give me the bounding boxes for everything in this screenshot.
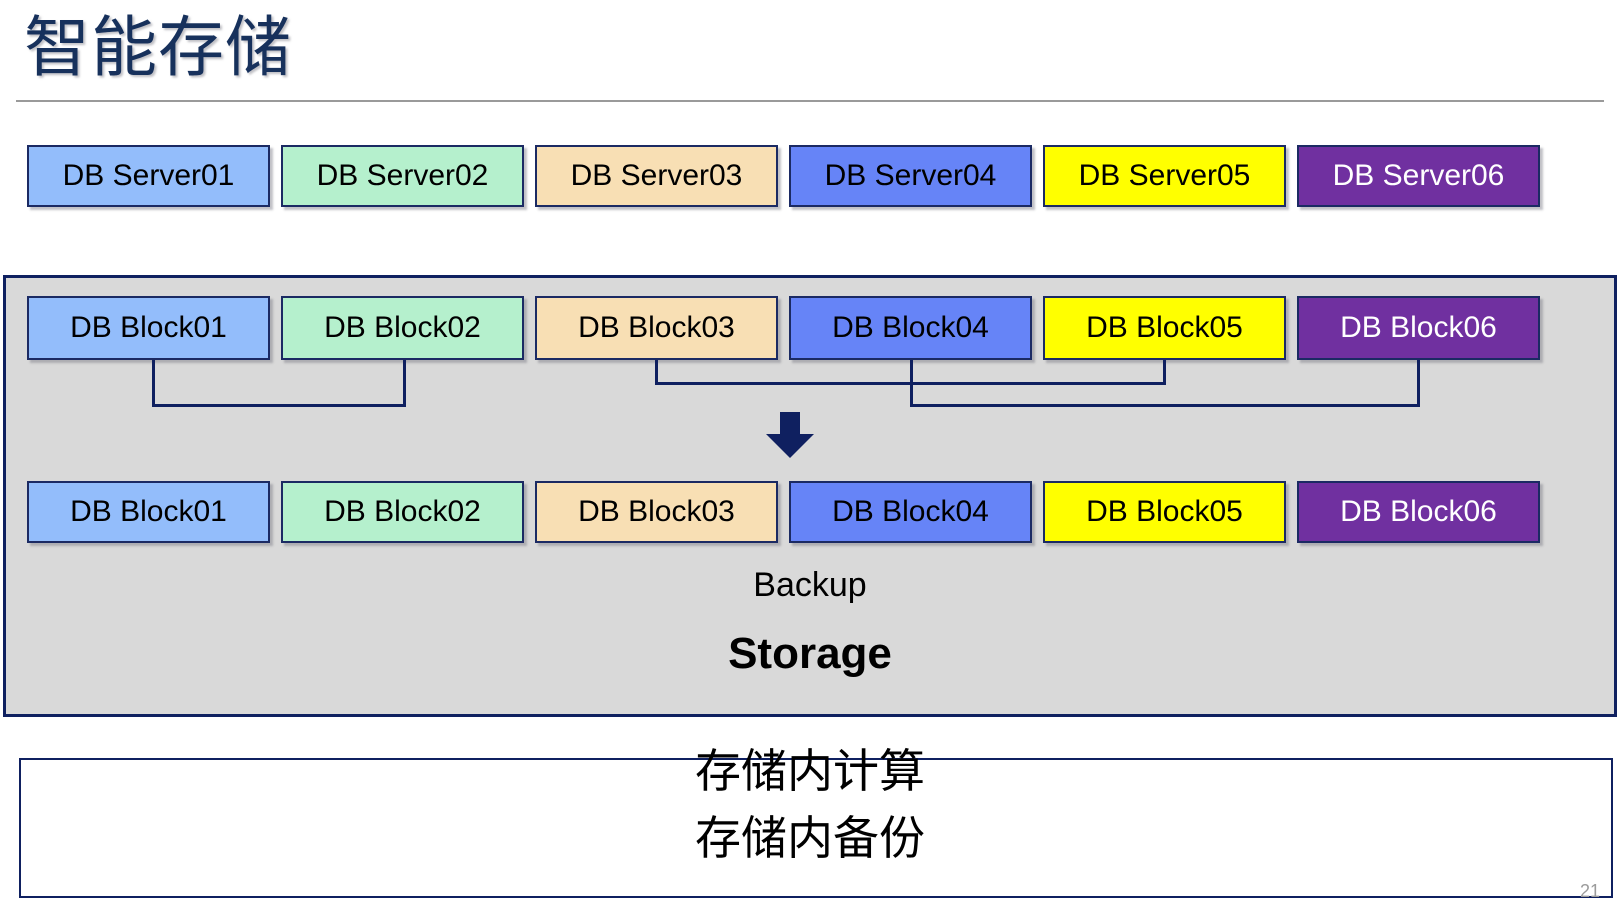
db-server-box-label: DB Server05 <box>1078 159 1251 192</box>
db-block-primary-box-label: DB Block02 <box>324 311 481 344</box>
db-block-primary-box-label: DB Block05 <box>1086 311 1243 344</box>
db-block-primary-box-3: DB Block03 <box>535 296 778 360</box>
db-server-box-label: DB Server01 <box>62 159 235 192</box>
db-block-primary-box-label: DB Block06 <box>1340 311 1497 344</box>
db-block-backup-box-label: DB Block06 <box>1340 495 1497 528</box>
db-block-backup-box-label: DB Block04 <box>832 495 989 528</box>
db-block-primary-box-label: DB Block01 <box>70 311 227 344</box>
connector-block01-block02-vertical-2 <box>403 360 406 407</box>
db-block-backup-box-label: DB Block01 <box>70 495 227 528</box>
page-number: 21 <box>1579 881 1600 901</box>
connector-block04-block06-horizontal <box>910 404 1420 407</box>
db-block-primary-box-1: DB Block01 <box>27 296 270 360</box>
db-block-backup-box-label: DB Block02 <box>324 495 481 528</box>
down-arrow-icon <box>750 412 830 458</box>
connector-block04-block06-vertical-2 <box>1417 360 1420 407</box>
connector-block01-block02-vertical-1 <box>152 360 155 407</box>
db-block-primary-box-4: DB Block04 <box>789 296 1032 360</box>
db-server-box-label: DB Server06 <box>1332 159 1505 192</box>
connector-block04-block06-vertical-1 <box>910 360 913 407</box>
caption-in-storage-backup: 存储内备份 <box>695 812 925 864</box>
db-block-backup-box-2: DB Block02 <box>281 481 524 543</box>
connector-block01-block02-horizontal <box>152 404 406 407</box>
db-block-backup-box-label: DB Block03 <box>578 495 735 528</box>
backup-label: Backup <box>753 566 867 604</box>
db-block-backup-box-1: DB Block01 <box>27 481 270 543</box>
db-server-box-1: DB Server01 <box>27 145 270 207</box>
page-title: 智能存储 <box>24 10 292 84</box>
db-block-primary-box-label: DB Block04 <box>832 311 989 344</box>
db-block-primary-box-2: DB Block02 <box>281 296 524 360</box>
db-block-backup-box-4: DB Block04 <box>789 481 1032 543</box>
db-server-box-label: DB Server03 <box>570 159 743 192</box>
caption-in-storage-compute: 存储内计算 <box>695 745 925 797</box>
db-block-primary-box-5: DB Block05 <box>1043 296 1286 360</box>
db-block-backup-box-5: DB Block05 <box>1043 481 1286 543</box>
backup-panel <box>19 758 1613 898</box>
db-server-box-5: DB Server05 <box>1043 145 1286 207</box>
db-server-box-6: DB Server06 <box>1297 145 1540 207</box>
title-divider <box>16 100 1604 102</box>
storage-label: Storage <box>728 629 892 678</box>
db-block-backup-box-3: DB Block03 <box>535 481 778 543</box>
db-server-box-4: DB Server04 <box>789 145 1032 207</box>
db-server-box-label: DB Server04 <box>824 159 997 192</box>
db-block-primary-box-6: DB Block06 <box>1297 296 1540 360</box>
connector-block03-block05-vertical-1 <box>655 360 658 385</box>
connector-block03-block05-vertical-2 <box>1163 360 1166 385</box>
db-server-box-2: DB Server02 <box>281 145 524 207</box>
db-server-box-label: DB Server02 <box>316 159 489 192</box>
db-block-backup-box-label: DB Block05 <box>1086 495 1243 528</box>
db-block-primary-box-label: DB Block03 <box>578 311 735 344</box>
db-server-box-3: DB Server03 <box>535 145 778 207</box>
db-block-backup-box-6: DB Block06 <box>1297 481 1540 543</box>
